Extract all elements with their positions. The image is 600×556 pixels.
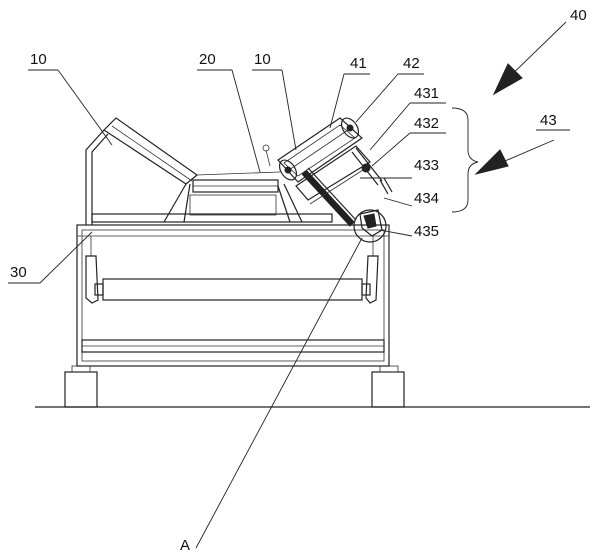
- label-41: 41: [350, 55, 367, 72]
- label-A: A: [180, 537, 190, 554]
- label-433: 433: [414, 157, 439, 174]
- support-frame: [76, 224, 390, 367]
- label-435: 435: [414, 223, 439, 240]
- label-20: 20: [199, 51, 216, 68]
- label-43: 43: [540, 112, 557, 129]
- label-30: 30: [10, 264, 27, 281]
- label-434: 434: [414, 190, 439, 207]
- left-post: [85, 129, 109, 225]
- label-42: 42: [403, 55, 420, 72]
- label-432: 432: [414, 115, 439, 132]
- part-labels: 10 20 10 41 42 40 431 432 43 433 434 435…: [10, 7, 587, 554]
- carrying-idlers: [91, 117, 333, 223]
- label-40: 40: [570, 7, 587, 24]
- label-431: 431: [414, 85, 439, 102]
- label-10-left: 10: [30, 51, 47, 68]
- label-10-right: 10: [254, 51, 271, 68]
- ground-and-feet: [35, 365, 590, 408]
- leader-lines: [8, 69, 570, 549]
- reference-arrows: [474, 21, 567, 175]
- right-roller-assembly: [262, 117, 393, 243]
